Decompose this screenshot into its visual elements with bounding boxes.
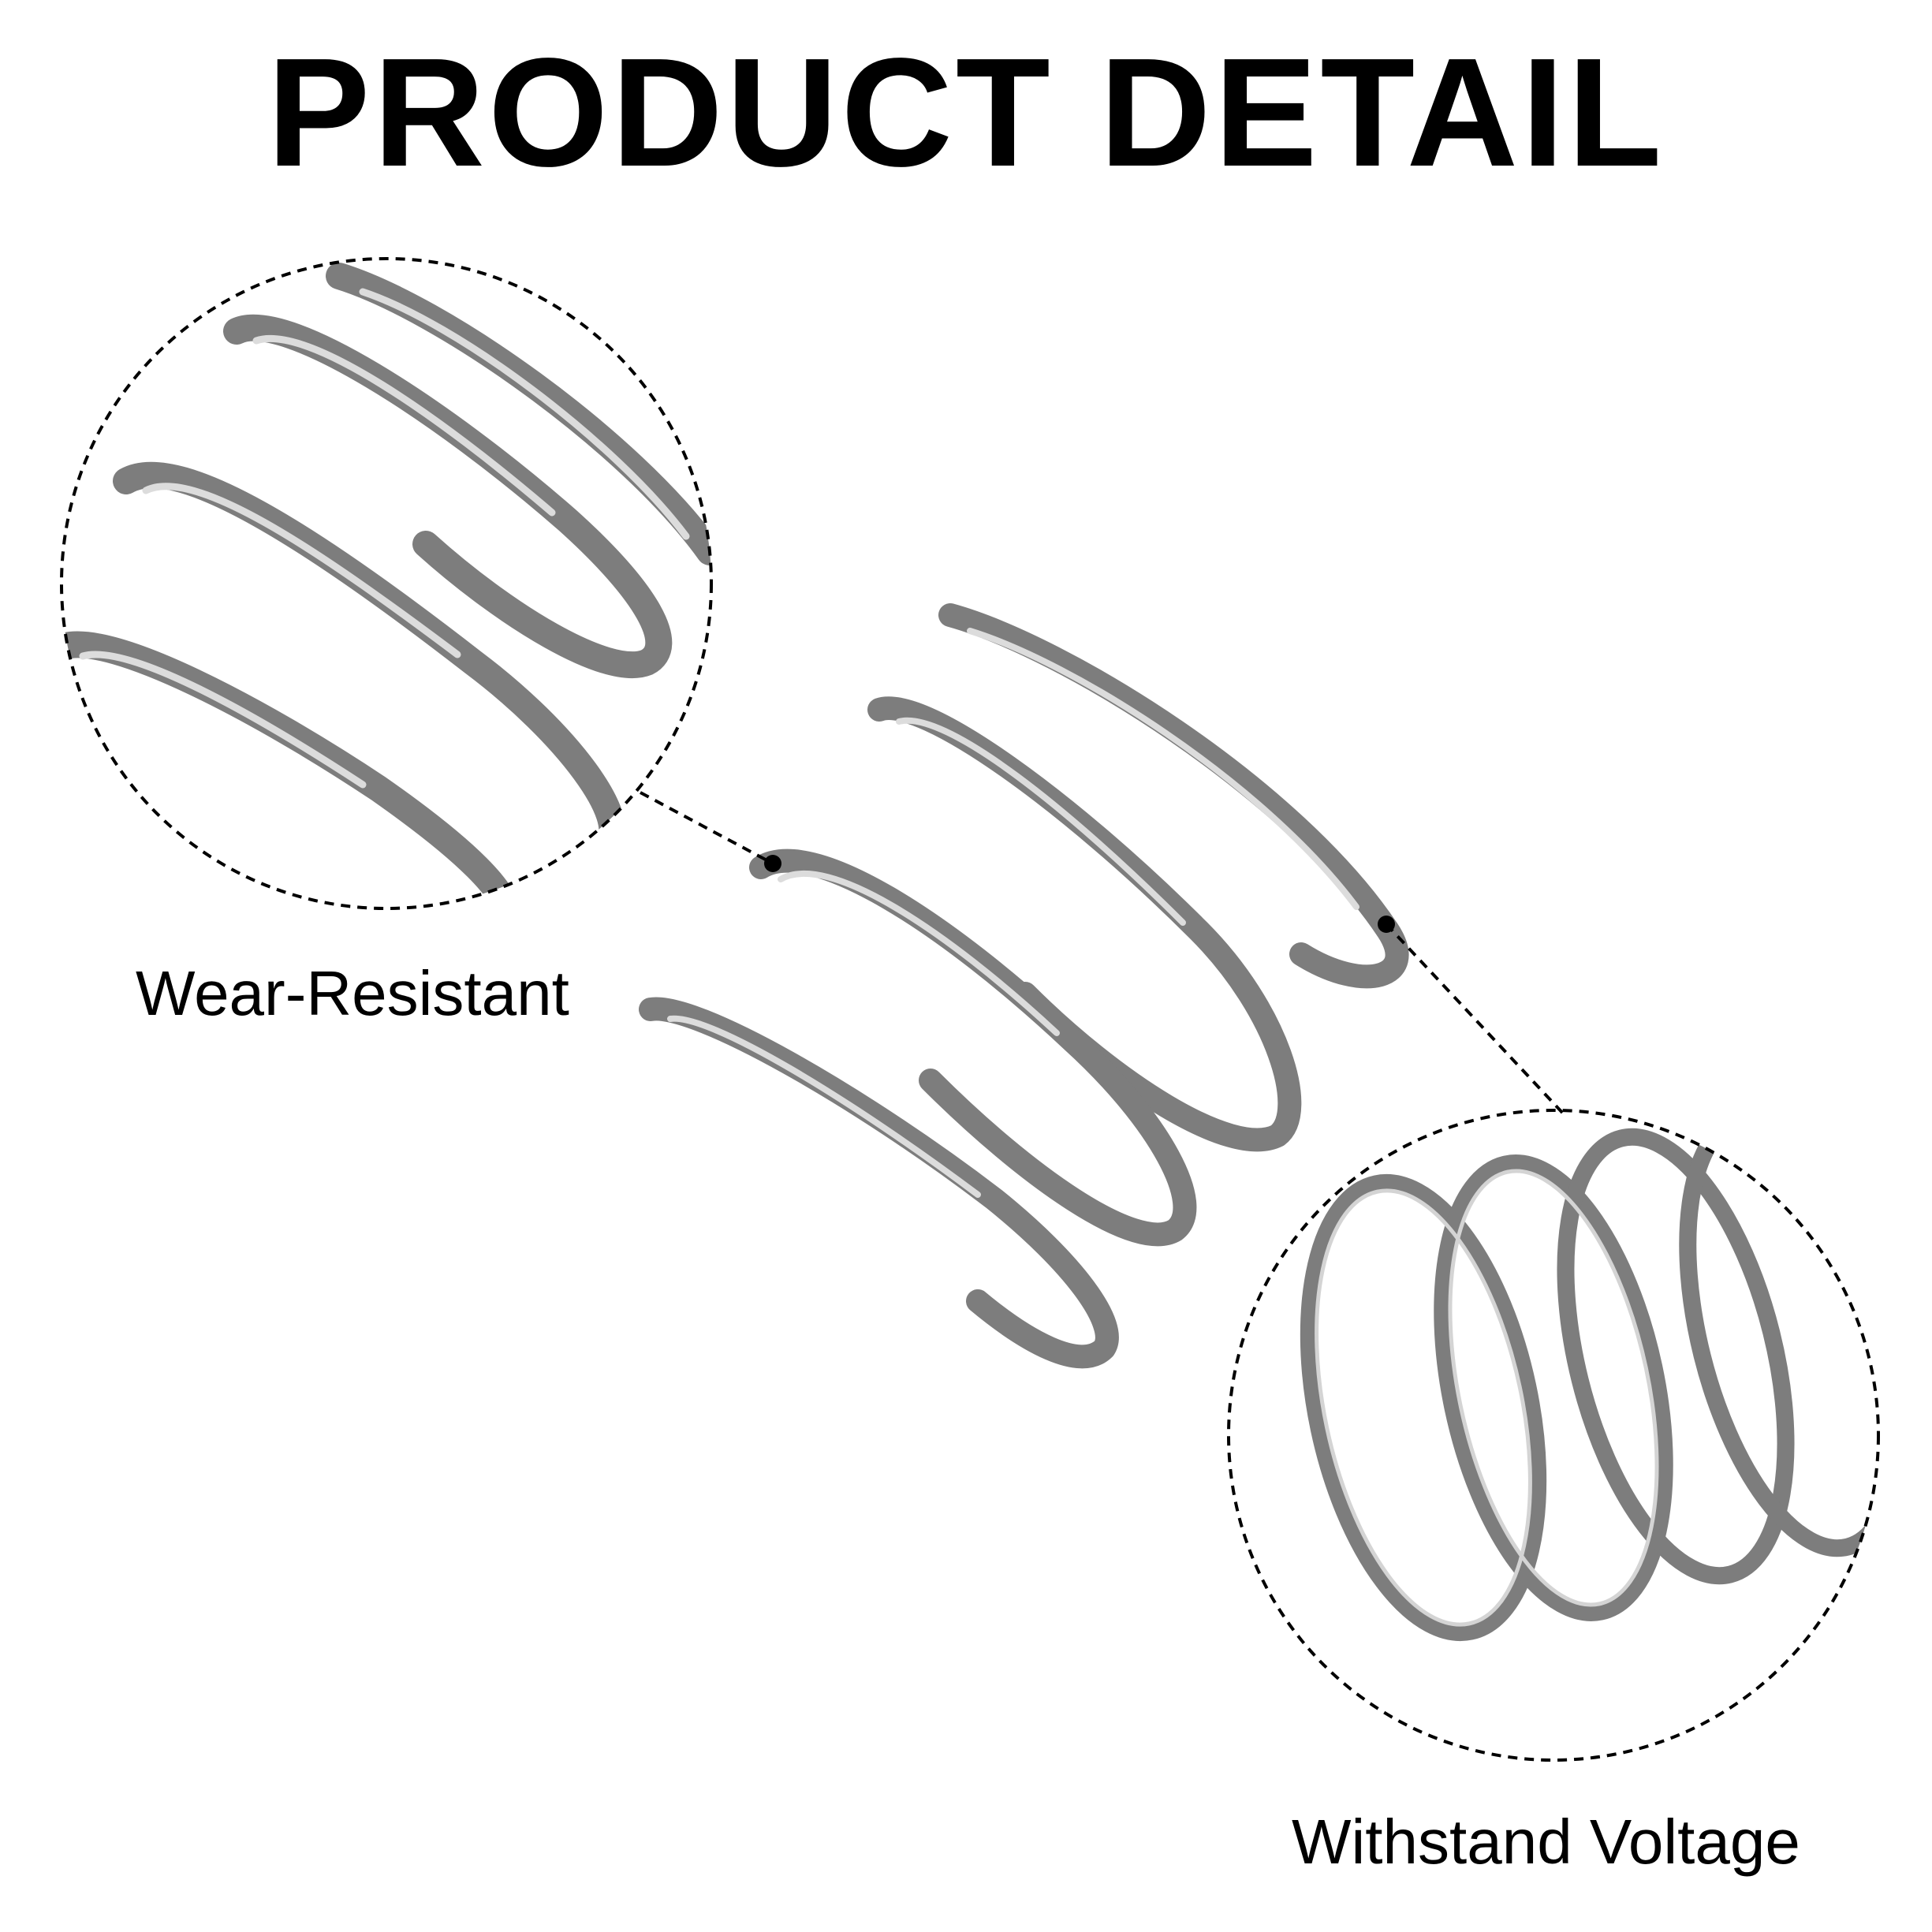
spring-highlight bbox=[896, 717, 1186, 926]
spring-highlight bbox=[1315, 1188, 1532, 1627]
page-title: PRODUCT DETAIL bbox=[267, 26, 1665, 199]
spring-highlight bbox=[778, 870, 1060, 1036]
spring-highlight bbox=[967, 628, 1359, 910]
spring-highlight bbox=[359, 288, 690, 540]
spring-coil bbox=[1300, 1173, 1547, 1642]
spring-highlight bbox=[79, 651, 367, 789]
spring-highlight bbox=[667, 1015, 981, 1198]
caption-wear-resistant: Wear-Resistant bbox=[136, 958, 569, 1028]
spring-highlight bbox=[1448, 1169, 1659, 1607]
spring-coil bbox=[62, 631, 520, 908]
spring-highlight bbox=[142, 483, 461, 658]
spring-coil bbox=[639, 997, 1119, 1369]
zoom-circle-wear-resistant bbox=[60, 257, 713, 910]
spring-coil bbox=[749, 849, 1197, 1247]
leader-dot bbox=[1378, 916, 1395, 933]
leader-line-left bbox=[640, 791, 781, 872]
spring-coil bbox=[1557, 1128, 1795, 1585]
main-spring-image bbox=[639, 603, 1409, 1369]
zoom-circle-withstand-voltage bbox=[1227, 1109, 1880, 1762]
spring-coil bbox=[938, 603, 1409, 989]
spring-coil bbox=[113, 461, 626, 857]
dashed-zoom-outline bbox=[1227, 1109, 1880, 1762]
zoomed-spring-detail-right bbox=[1300, 1110, 1878, 1642]
dashed-zoom-outline bbox=[60, 257, 713, 910]
leader-line-right bbox=[1378, 916, 1567, 1117]
caption-withstand-voltage: Withstand Voltage bbox=[1292, 1807, 1800, 1877]
dashed-leader-line bbox=[640, 791, 774, 865]
leader-dot bbox=[764, 855, 781, 872]
spring-highlight bbox=[252, 334, 556, 517]
spring-coil bbox=[1434, 1154, 1673, 1621]
dashed-leader-line bbox=[1385, 923, 1567, 1117]
spring-coil bbox=[223, 314, 673, 679]
spring-coil bbox=[326, 263, 711, 565]
spring-coil bbox=[1679, 1110, 1878, 1557]
zoomed-spring-detail-left bbox=[62, 263, 711, 908]
